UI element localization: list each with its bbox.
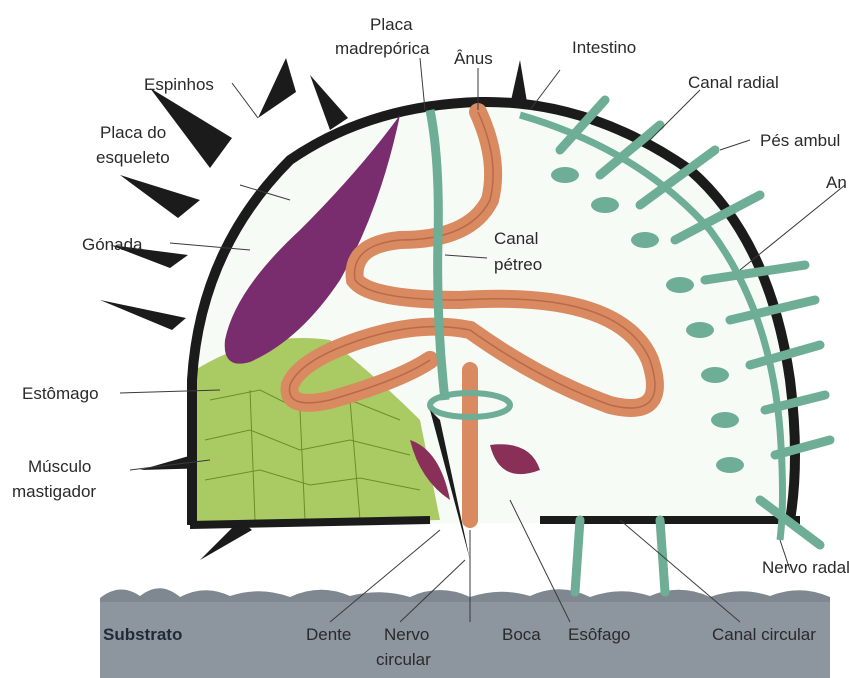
- label-pes-ambulacrais: Pés ambul: [760, 131, 840, 150]
- label-boca: Boca: [502, 625, 541, 644]
- label-dente: Dente: [306, 625, 351, 644]
- label-esofago: Esôfago: [568, 625, 630, 644]
- label-estomago: Estômago: [22, 384, 99, 403]
- label-nervo-circular-2: circular: [376, 650, 431, 669]
- label-placa-madreporica-1: Placa: [370, 15, 413, 34]
- label-musculo-1: Músculo: [28, 457, 91, 476]
- label-espinhos: Espinhos: [144, 75, 214, 94]
- label-placa-esqueleto-1: Placa do: [100, 123, 166, 142]
- label-gonada: Gónada: [82, 235, 143, 254]
- label-ampolas: An: [826, 173, 847, 192]
- label-musculo-2: mastigador: [12, 482, 96, 501]
- label-intestino: Intestino: [572, 38, 636, 57]
- label-canal-petreo-1: Canal: [494, 229, 538, 248]
- label-canal-radial: Canal radial: [688, 73, 779, 92]
- label-anus: Ânus: [454, 49, 493, 68]
- label-canal-petreo-2: pétreo: [494, 255, 542, 274]
- label-nervo-circular-1: Nervo: [384, 625, 429, 644]
- label-nervo-radial: Nervo radal: [762, 558, 849, 577]
- label-placa-madreporica-2: madrepórica: [335, 39, 430, 58]
- label-substrato: Substrato: [103, 625, 182, 644]
- label-placa-esqueleto-2: esqueleto: [96, 148, 170, 167]
- label-canal-circular: Canal circular: [712, 625, 816, 644]
